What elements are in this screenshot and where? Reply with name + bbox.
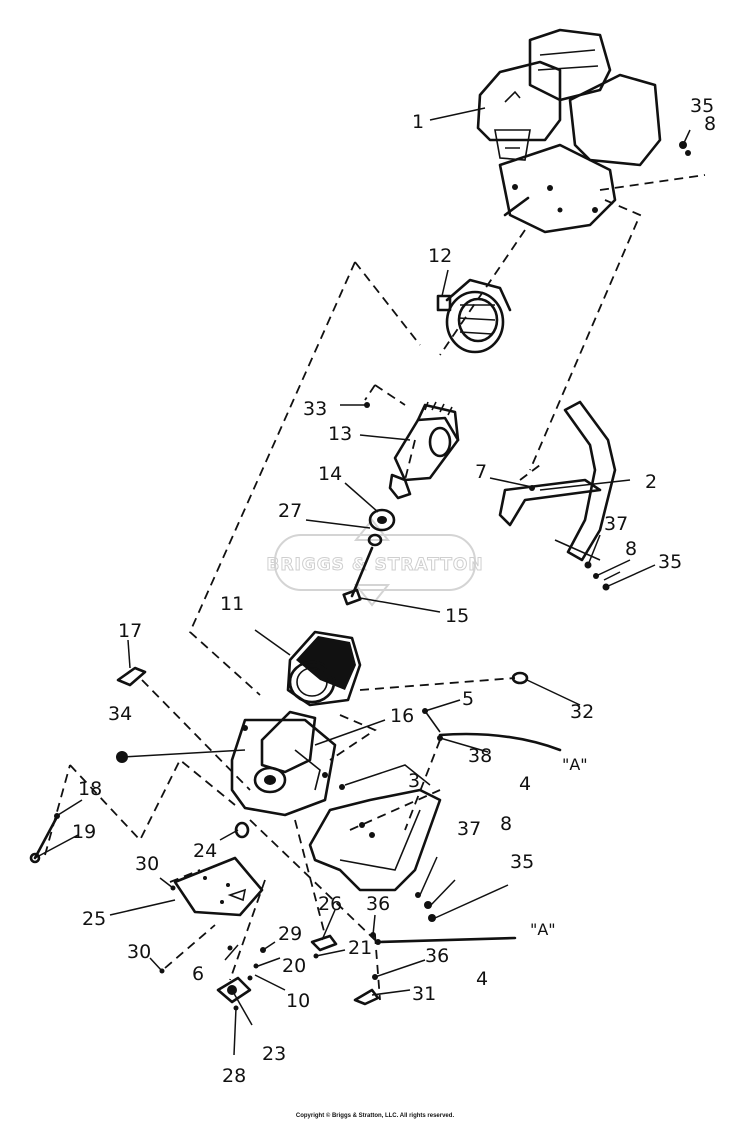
callout-31: 31 <box>412 983 436 1005</box>
callout-13: 13 <box>328 423 352 445</box>
copyright-notice: Copyright © Briggs & Stratton, LLC. All … <box>295 1113 455 1119</box>
callout-7: 7 <box>475 461 487 483</box>
washer-20 <box>253 963 259 969</box>
terminal-part-31 <box>353 988 380 1006</box>
bracket-part-2 <box>498 400 617 591</box>
callout-4-upper: 4 <box>519 773 531 795</box>
callout-35-top: 35 <box>690 95 714 117</box>
bearing-part-14 <box>368 508 396 532</box>
connection-label-a-upper: "A" <box>562 755 588 774</box>
callout-8-lower: 8 <box>500 813 512 835</box>
screw-6 <box>227 945 233 951</box>
callout-35-right: 35 <box>658 551 682 573</box>
callout-37-right: 37 <box>604 513 628 535</box>
clip-part-17 <box>116 666 147 687</box>
watermark-text: BRIGGS & STRATTON <box>266 555 483 575</box>
clip-part-24 <box>234 821 250 839</box>
callout-32: 32 <box>570 701 594 723</box>
cover-plate-part-25 <box>173 856 264 917</box>
bolt-part-19 <box>29 813 60 864</box>
callout-14: 14 <box>318 463 342 485</box>
callout-12: 12 <box>428 245 452 267</box>
callout-38: 38 <box>468 745 492 767</box>
callout-27: 27 <box>278 500 302 522</box>
stator-part-11 <box>286 630 362 707</box>
callout-1: 1 <box>412 111 424 133</box>
callout-37-lower: 37 <box>457 818 481 840</box>
callout-23: 23 <box>262 1043 286 1065</box>
nut-10 <box>247 975 253 981</box>
clip-part-26 <box>310 934 338 952</box>
callout-8-right: 8 <box>625 538 637 560</box>
watermark-logo: BRIGGS & STRATTON <box>266 518 483 607</box>
screw-33 <box>364 402 370 408</box>
callout-28: 28 <box>222 1065 246 1087</box>
connection-label-a-lower: "A" <box>530 920 556 939</box>
callout-10: 10 <box>286 990 310 1012</box>
washer-part-27 <box>367 533 383 547</box>
callout-numbers: 1 2 3 4 4 5 6 7 8 8 8 10 11 12 13 14 15 … <box>72 95 716 1087</box>
callout-4-lower: 4 <box>476 968 488 990</box>
engine-part-1 <box>476 28 662 234</box>
callout-3: 3 <box>408 770 420 792</box>
callout-24: 24 <box>193 840 217 862</box>
callout-33: 33 <box>303 398 327 420</box>
callout-26: 26 <box>318 893 342 915</box>
callout-17: 17 <box>118 620 142 642</box>
callout-36-upper: 36 <box>366 893 390 915</box>
callout-30-upper: 30 <box>135 853 159 875</box>
callout-18: 18 <box>78 778 102 800</box>
frame-bracket-lower <box>308 788 442 922</box>
small-parts-3-5-38 <box>339 708 443 790</box>
housing-part-16 <box>230 710 337 817</box>
wire-lower-part-4 <box>375 936 517 945</box>
callout-29: 29 <box>278 923 302 945</box>
callout-15: 15 <box>445 605 469 627</box>
callout-8-top: 8 <box>704 113 716 135</box>
callout-35-lower: 35 <box>510 851 534 873</box>
adapter-ring-part-12 <box>436 278 512 354</box>
switch-part-23 <box>216 976 252 1004</box>
leader-lines <box>34 107 691 1056</box>
fastener-top-right <box>679 141 691 156</box>
callout-20: 20 <box>282 955 306 977</box>
bolt-part-15 <box>342 546 374 606</box>
callout-30-lower: 30 <box>127 941 151 963</box>
callout-11: 11 <box>220 593 244 615</box>
wire-upper-part-4 <box>438 732 562 752</box>
callout-16: 16 <box>390 705 414 727</box>
callout-25: 25 <box>82 908 106 930</box>
callout-21: 21 <box>348 937 372 959</box>
callout-36-lower: 36 <box>425 945 449 967</box>
callout-6: 6 <box>192 963 204 985</box>
callout-2: 2 <box>645 471 657 493</box>
callout-5: 5 <box>462 688 474 710</box>
callout-34: 34 <box>108 703 132 725</box>
plug-part-32 <box>511 671 529 685</box>
callout-19: 19 <box>72 821 96 843</box>
rotor-part-13 <box>388 401 460 500</box>
